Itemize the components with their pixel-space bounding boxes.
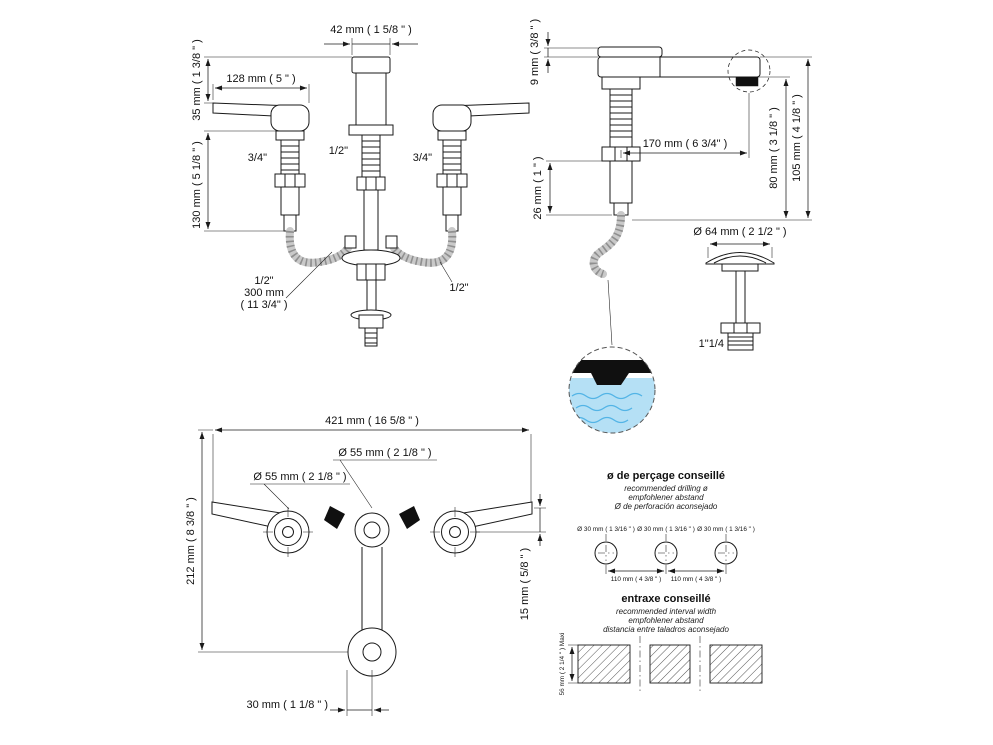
dim-depth: 212 mm ( 8 3/8 " ) [185,497,197,585]
right-valve-size-label: 3/4" [413,152,432,164]
spacing-sub-es: distancia entre taladros aconsejado [603,625,729,634]
spout-body [355,72,387,126]
spacing-sub-en: recommended interval width [616,607,717,616]
drill-guide: ø de perçage conseillé recommended drill… [559,470,763,696]
dim-side-hole: Ø 55 mm ( 2 1/8 " ) [253,471,346,483]
drill-guide-sub-es: Ø de perforación aconsejado [614,502,718,511]
spout-outlet-top [347,627,397,677]
seal-profile [569,360,655,385]
side-view [589,46,771,278]
hole3-diameter-label: Ø 30 mm ( 1 3/16 " ) [697,526,755,533]
drill-hole-3 [714,541,738,565]
hole2-diameter-label: Ø 30 mm ( 1 3/16 " ) [637,526,695,533]
detail-circle [568,346,656,434]
seal-detail-inset [568,279,656,434]
drill-guide-sub-en: recommended drilling ø [624,484,708,493]
wall-thickness-max-label: 56 mm ( 2 1/4 '' ) Maxi [559,633,566,696]
top-view [211,501,533,677]
dim-under-deck: 80 mm ( 3 1/8 " ) [768,107,780,189]
hole-spacing-1: 110 mm ( 4 3/8 " ) [611,576,661,583]
right-hose-size-label: 1/2" [449,282,468,294]
center-hub [354,512,390,548]
dim-spout-height: 35 mm ( 1 3/8 " ) [191,39,203,121]
side-view-dimensions: 9 mm ( 3/8 " ) 26 mm ( 1 " ) 170 mm ( 6 … [529,19,812,221]
left-wing [324,506,345,529]
drain-dome [705,252,775,265]
dim-valve-section: 26 mm ( 1 " ) [532,156,544,219]
dim-body-height: 130 mm ( 5 1/8 " ) [191,141,203,229]
front-view [212,56,530,347]
dim-handle-offset: 15 mm ( 5/8 " ) [519,548,531,620]
dim-handle-length: 128 mm ( 5 " ) [226,73,295,85]
wall-section: 56 mm ( 2 1/4 '' ) Maxi [559,633,763,696]
dim-total-height: 105 mm ( 4 1/8 " ) [791,94,803,182]
dim-center-hole: Ø 55 mm ( 2 1/8 " ) [338,447,431,459]
side-spout-arm [597,56,761,78]
dim-drain-flange-diameter: Ø 64 mm ( 2 1/2 " ) [693,226,786,238]
hose-length-label: 300 mm [244,287,284,299]
dim-overall-width: 421 mm ( 16 5/8 " ) [325,415,419,427]
drill-guide-sub-de: empfohlener abstand [628,493,704,502]
left-hub [266,510,310,554]
right-hub [433,510,477,554]
drain-thread-size-label: 1"1/4 [699,338,724,350]
dim-spout-width: 42 mm ( 1 5/8 " ) [330,24,412,36]
front-view-dimensions: 42 mm ( 1 5/8 " ) 128 mm ( 5 " ) 35 mm (… [191,24,469,311]
right-wing [399,506,420,529]
center-size-label: 1/2" [329,145,348,157]
left-valve-size-label: 3/4" [248,152,267,164]
hole1-diameter-label: Ø 30 mm ( 1 3/16 " ) [577,526,635,533]
hose-length-inches-label: ( 11 3/4" ) [240,299,287,311]
hole-spacing-2: 110 mm ( 4 3/8 " ) [671,576,721,583]
drill-hole-1 [594,541,618,565]
side-lever [597,46,663,58]
spout-tip-reference-circle [727,49,771,93]
drain-detail: Ø 64 mm ( 2 1/2 " ) 1"1/4 [693,226,787,351]
drill-guide-title: ø de perçage conseillé [607,470,725,482]
spout-head [351,56,391,74]
hose-size-label: 1/2" [254,275,273,287]
dim-lever-height: 9 mm ( 3/8 " ) [529,19,541,85]
spacing-title: entraxe conseillé [621,593,710,605]
drill-hole-2 [654,541,678,565]
side-flex-hose [589,211,625,278]
aerator-block [735,76,759,87]
top-view-dimensions: 421 mm ( 16 5/8 " ) Ø 55 mm ( 2 1/8 " ) … [185,415,546,716]
dim-spout-offset: 30 mm ( 1 1/8 " ) [246,699,328,711]
spacing-sub-de: empfohlener abstand [628,616,704,625]
dim-spout-reach: 170 mm ( 6 3/4" ) [643,138,728,150]
